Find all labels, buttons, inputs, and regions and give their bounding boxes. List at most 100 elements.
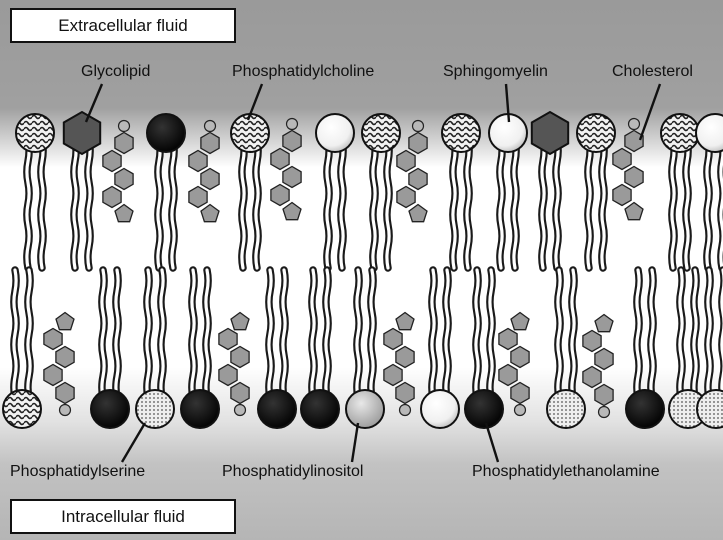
lower-lipid-tail [357,270,359,398]
cholesterol-ring [613,185,631,206]
upper-lipid-tail [588,140,590,268]
phospholipid-head [16,114,54,152]
upper-lipid-tail [672,140,674,268]
cholesterol-ring [397,151,415,172]
upper-lipid-tail [602,140,604,268]
upper-lipid-tail [256,140,258,268]
lower-lipid-tail [147,270,149,398]
cholesterol-label: Cholesterol [612,63,693,81]
phosphatidylserine-label: Phosphatidylserine [10,463,145,481]
cholesterol-hydroxyl [235,405,246,416]
glycolipid-head [64,112,100,154]
lower-lipid-tail [283,270,285,398]
cholesterol-ring [384,365,402,386]
cholesterol-ring [189,151,207,172]
cholesterol-hydroxyl [205,121,216,132]
cholesterol-ring [56,347,74,368]
intracellular-label: Intracellular fluid [10,499,236,534]
phospholipid-head [442,114,480,152]
cholesterol-ring [283,167,301,188]
extracellular-label: Extracellular fluid [10,8,236,43]
phosphatidylethanolamine-label: Phosphatidylethanolamine [472,463,660,481]
cholesterol-ring [103,151,121,172]
lower-lipid-tail [206,270,208,398]
cholesterol-ring [499,329,517,350]
cholesterol-ring [409,133,427,154]
cholesterol-hydroxyl [60,405,71,416]
phosphatidylinositol-label: Phosphatidylinositol [222,463,363,481]
cholesterol-ring [115,133,133,154]
phospholipid-head [577,114,615,152]
lower-lipid-tail [371,270,373,398]
upper-lipid-tail [467,140,469,268]
cholesterol-ring [409,169,427,190]
phospholipid-head [301,390,339,428]
cholesterol-hydroxyl [515,405,526,416]
cholesterol-ring [44,365,62,386]
upper-lipid-tail [74,140,76,268]
lower-lipid-tail [490,270,492,398]
phospholipid-head [136,390,174,428]
upper-lipid-tail [373,140,375,268]
cholesterol-ring [271,185,289,206]
upper-lipid-tail [27,140,29,268]
lower-lipid-tail [269,270,271,398]
cholesterol-ring [103,187,121,208]
cholesterol-ring [219,365,237,386]
cholesterol-ring [583,367,601,388]
cholesterol-hydroxyl [287,119,298,130]
phospholipid-head [346,390,384,428]
lower-lipid-tail [432,270,434,398]
lower-lipid-tail [651,270,653,398]
lower-lipid-tail [116,270,118,398]
cholesterol-ring [56,383,74,404]
cholesterol-ring [396,347,414,368]
phospholipid-head [147,114,185,152]
cholesterol-ring [625,131,643,152]
cholesterol-ring [397,187,415,208]
upper-lipid-tail [341,140,343,268]
upper-lipid-tail [242,140,244,268]
cholesterol-ring [583,331,601,352]
cholesterol-ring [396,383,414,404]
lower-lipid-tail [572,270,574,398]
lower-lipid-tail [476,270,478,398]
cholesterol-ring [511,383,529,404]
upper-lipid-tail [327,140,329,268]
phospholipid-head [258,390,296,428]
upper-lipid-tail [542,140,544,268]
phospholipid-head [3,390,41,428]
upper-lipid-tail [88,140,90,268]
cholesterol-ring [625,167,643,188]
lower-lipid-tail [326,270,328,398]
lower-lipid-tail [28,270,30,398]
cholesterol-ring [283,131,301,152]
cholesterol-ring [115,169,133,190]
upper-lipid-tail [387,140,389,268]
phospholipid-head [465,390,503,428]
glycolipid-label: Glycolipid [81,63,150,81]
cholesterol-ring [511,347,529,368]
upper-lipid-tail [453,140,455,268]
phospholipid-head [421,390,459,428]
lower-lipid-tail [708,270,710,398]
lower-lipid-tail [312,270,314,398]
phospholipid-head [181,390,219,428]
cholesterol-hydroxyl [599,407,610,418]
cholesterol-ring [595,385,613,406]
upper-lipid-tail [686,140,688,268]
cholesterol-ring [201,133,219,154]
phospholipid-head [91,390,129,428]
cholesterol-ring [44,329,62,350]
cholesterol-ring [595,349,613,370]
upper-lipid-tail [707,140,709,268]
lower-lipid-tail [446,270,448,398]
phospholipid-head [362,114,400,152]
lower-lipid-tail [637,270,639,398]
sphingomyelin-label: Sphingomyelin [443,63,548,81]
cholesterol-hydroxyl [413,121,424,132]
cholesterol-ring [219,329,237,350]
cholesterol-hydroxyl [400,405,411,416]
cholesterol-hydroxyl [629,119,640,130]
